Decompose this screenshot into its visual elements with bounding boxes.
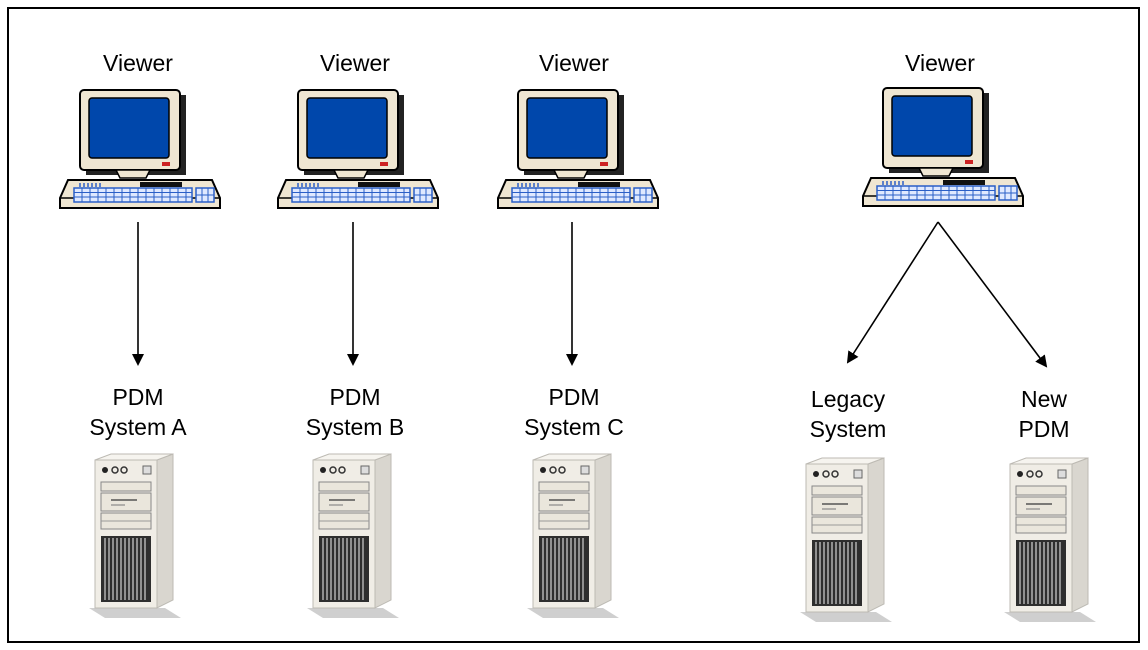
- tower-server-icon: [799, 457, 893, 623]
- diagram-frame: [7, 7, 1140, 643]
- server-new-label: New PDM: [954, 384, 1134, 444]
- tower-server-icon: [526, 453, 620, 619]
- viewer-4-label: Viewer: [905, 50, 975, 76]
- server-legacy-label-line1: Legacy: [810, 386, 886, 412]
- desktop-computer-icon: [277, 89, 439, 209]
- server-a-label: PDM System A: [48, 382, 228, 442]
- server-legacy-label-line2: System: [809, 416, 887, 442]
- server-b-label-line2: System B: [305, 414, 405, 440]
- server-new-label-line1: New: [1020, 386, 1067, 412]
- tower-server-icon: [1003, 457, 1097, 623]
- server-c-label: PDM System C: [484, 382, 664, 442]
- viewer-1-label: Viewer: [103, 50, 173, 76]
- tower-server-icon: [88, 453, 182, 619]
- tower-server-icon: [306, 453, 400, 619]
- edge-viewer4-to-new-pdm: [937, 221, 1048, 368]
- server-b-label: PDM System B: [265, 382, 445, 442]
- desktop-computer-icon: [497, 89, 659, 209]
- edge-viewer4-to-legacy: [846, 221, 939, 364]
- viewer-3-label: Viewer: [539, 50, 609, 76]
- server-new-label-line2: PDM: [1018, 416, 1070, 442]
- server-legacy-label: Legacy System: [758, 384, 938, 444]
- server-a-label-line1: PDM: [112, 384, 164, 410]
- server-b-label-line1: PDM: [329, 384, 381, 410]
- desktop-computer-icon: [59, 89, 221, 209]
- viewer-2-label: Viewer: [320, 50, 390, 76]
- server-a-label-line2: System A: [89, 414, 187, 440]
- server-c-label-line2: System C: [524, 414, 624, 440]
- desktop-computer-icon: [862, 87, 1024, 207]
- server-c-label-line1: PDM: [548, 384, 600, 410]
